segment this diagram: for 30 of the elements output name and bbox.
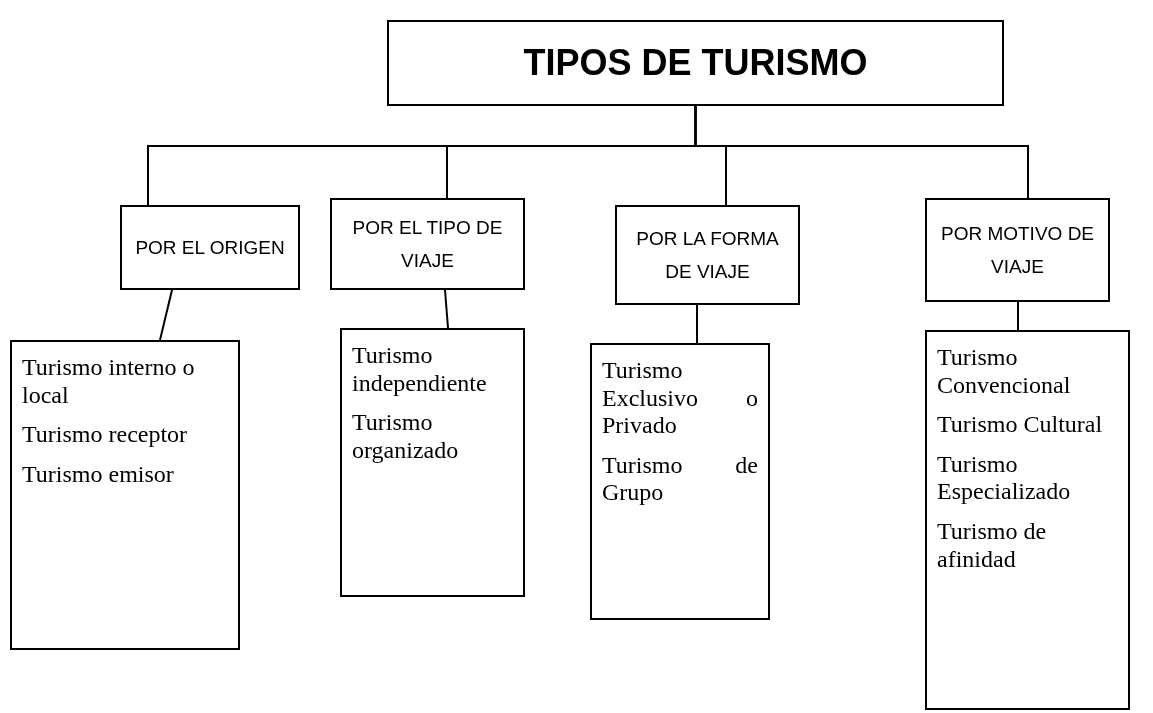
connector-line bbox=[159, 289, 173, 341]
list-item: Turismo Exclusivo o Privado bbox=[602, 357, 758, 440]
list-item: Turismo receptor bbox=[22, 421, 189, 449]
category-label: POR EL TIPO DE VIAJE bbox=[351, 215, 504, 273]
title-box bbox=[387, 20, 1004, 106]
list-item: Turismo independiente bbox=[352, 342, 488, 398]
category-label: POR MOTIVO DE VIAJE bbox=[939, 221, 1096, 279]
list-box bbox=[590, 343, 770, 620]
connector-line bbox=[694, 105, 1029, 199]
connector-line bbox=[696, 304, 698, 344]
list-item: Turismo de afinidad bbox=[937, 517, 1048, 574]
list-item: Turismo Cultural bbox=[937, 411, 1104, 439]
connector-line bbox=[1017, 301, 1019, 331]
connector-line bbox=[444, 289, 449, 329]
category-box bbox=[330, 198, 525, 290]
list-item: Turismo de Grupo bbox=[602, 451, 758, 507]
list-item: Turismo Convencional bbox=[937, 344, 1072, 400]
title-text: TIPOS DE TURISMO bbox=[523, 42, 868, 84]
category-box bbox=[120, 205, 300, 290]
category-label: POR LA FORMA DE VIAJE bbox=[635, 226, 780, 284]
category-box bbox=[925, 198, 1110, 302]
list-item: Turismo interno o local bbox=[22, 354, 196, 410]
list-box bbox=[10, 340, 240, 650]
category-label: POR EL ORIGEN bbox=[135, 235, 285, 260]
list-box bbox=[925, 330, 1130, 710]
list-item: Turismo Especializado bbox=[937, 450, 1072, 506]
list-box bbox=[340, 328, 525, 597]
list-item: Turismo emisor bbox=[22, 460, 175, 489]
list-item: Turismo organizado bbox=[352, 409, 460, 465]
category-box bbox=[615, 205, 800, 305]
